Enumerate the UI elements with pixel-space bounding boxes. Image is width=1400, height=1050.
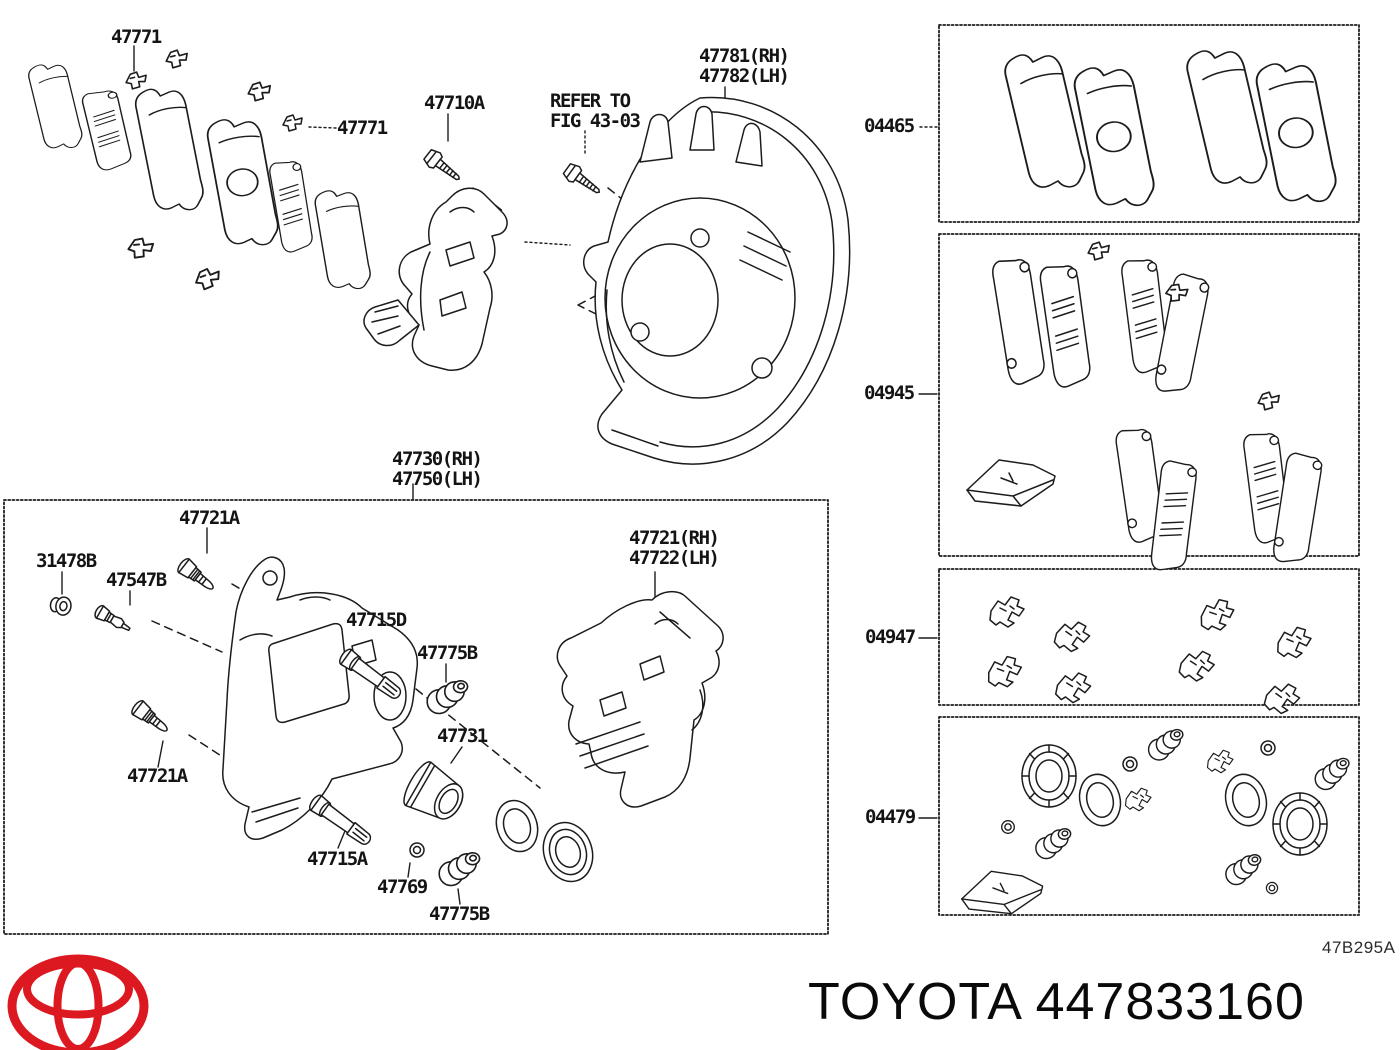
label-mount-bolt: 47710A [424, 92, 485, 114]
footer-title: TOYOTA 447833160 [808, 972, 1305, 1032]
label-caliper-assy: 47730(RH) 47750(LH) [392, 448, 483, 490]
label-bleeder-plug: 47547B [106, 569, 167, 591]
shim-kit-drawing [966, 241, 1329, 575]
dust-shield-rh: 47781(RH) [699, 45, 790, 67]
label-pin-bushing-bottom: 47721A [127, 765, 188, 787]
refer-note-line2: FIG 43-03 [550, 110, 641, 132]
label-boot-upper: 47775B [417, 642, 478, 664]
fitting-kit-drawing [985, 596, 1313, 717]
toyota-logo [7, 954, 149, 1050]
label-slide-pin-upper: 47715D [346, 609, 407, 631]
label-cylinder-mounting: 47721(RH) 47722(LH) [629, 527, 720, 569]
label-refer-note: REFER TO FIG 43-03 [550, 90, 641, 132]
cylinder-mounting-rh: 47721(RH) [629, 527, 720, 549]
label-cap: 31478B [36, 550, 97, 572]
caliper-assy-lh: 47750(LH) [392, 468, 483, 490]
caliper-assy-rh: 47730(RH) [392, 448, 483, 470]
label-pad-clip-top: 47771 [111, 26, 162, 48]
cylinder-mounting-lh: 47722(LH) [629, 547, 720, 569]
label-cylinder-kit: 04479 [865, 806, 916, 828]
label-fitting-kit: 04947 [865, 626, 916, 648]
seal-kit-drawing [960, 727, 1355, 915]
caliper-assembly-drawing [48, 555, 724, 889]
brand-name: TOYOTA [808, 973, 1021, 1031]
pad-kit-drawing [1001, 43, 1340, 213]
dust-shield-drawing [582, 96, 851, 465]
dust-shield-lh: 47782(LH) [699, 65, 790, 87]
label-slide-pin-lower: 47715A [307, 848, 368, 870]
label-pad-clip-side: 47771 [337, 117, 388, 139]
label-boot-lower: 47775B [429, 903, 490, 925]
refer-note-line1: REFER TO [550, 90, 631, 112]
label-washer: 47769 [377, 876, 428, 898]
diagram-code: 47B295A [1322, 938, 1396, 957]
brake-pads-exploded-drawing [26, 49, 373, 293]
leader-lines [61, 45, 938, 905]
label-pin-bushing-top: 47721A [179, 507, 240, 529]
mount-bolt-drawings [421, 146, 606, 201]
catalog-part-number: 447833160 [1035, 973, 1305, 1031]
label-shim-kit: 04945 [864, 382, 915, 404]
kit-box-borders [3, 24, 1360, 935]
label-pad-kit: 04465 [864, 115, 915, 137]
label-dust-shield: 47781(RH) 47782(LH) [699, 45, 790, 87]
label-piston: 47731 [437, 725, 488, 747]
caliper-mount-drawing [363, 187, 508, 371]
